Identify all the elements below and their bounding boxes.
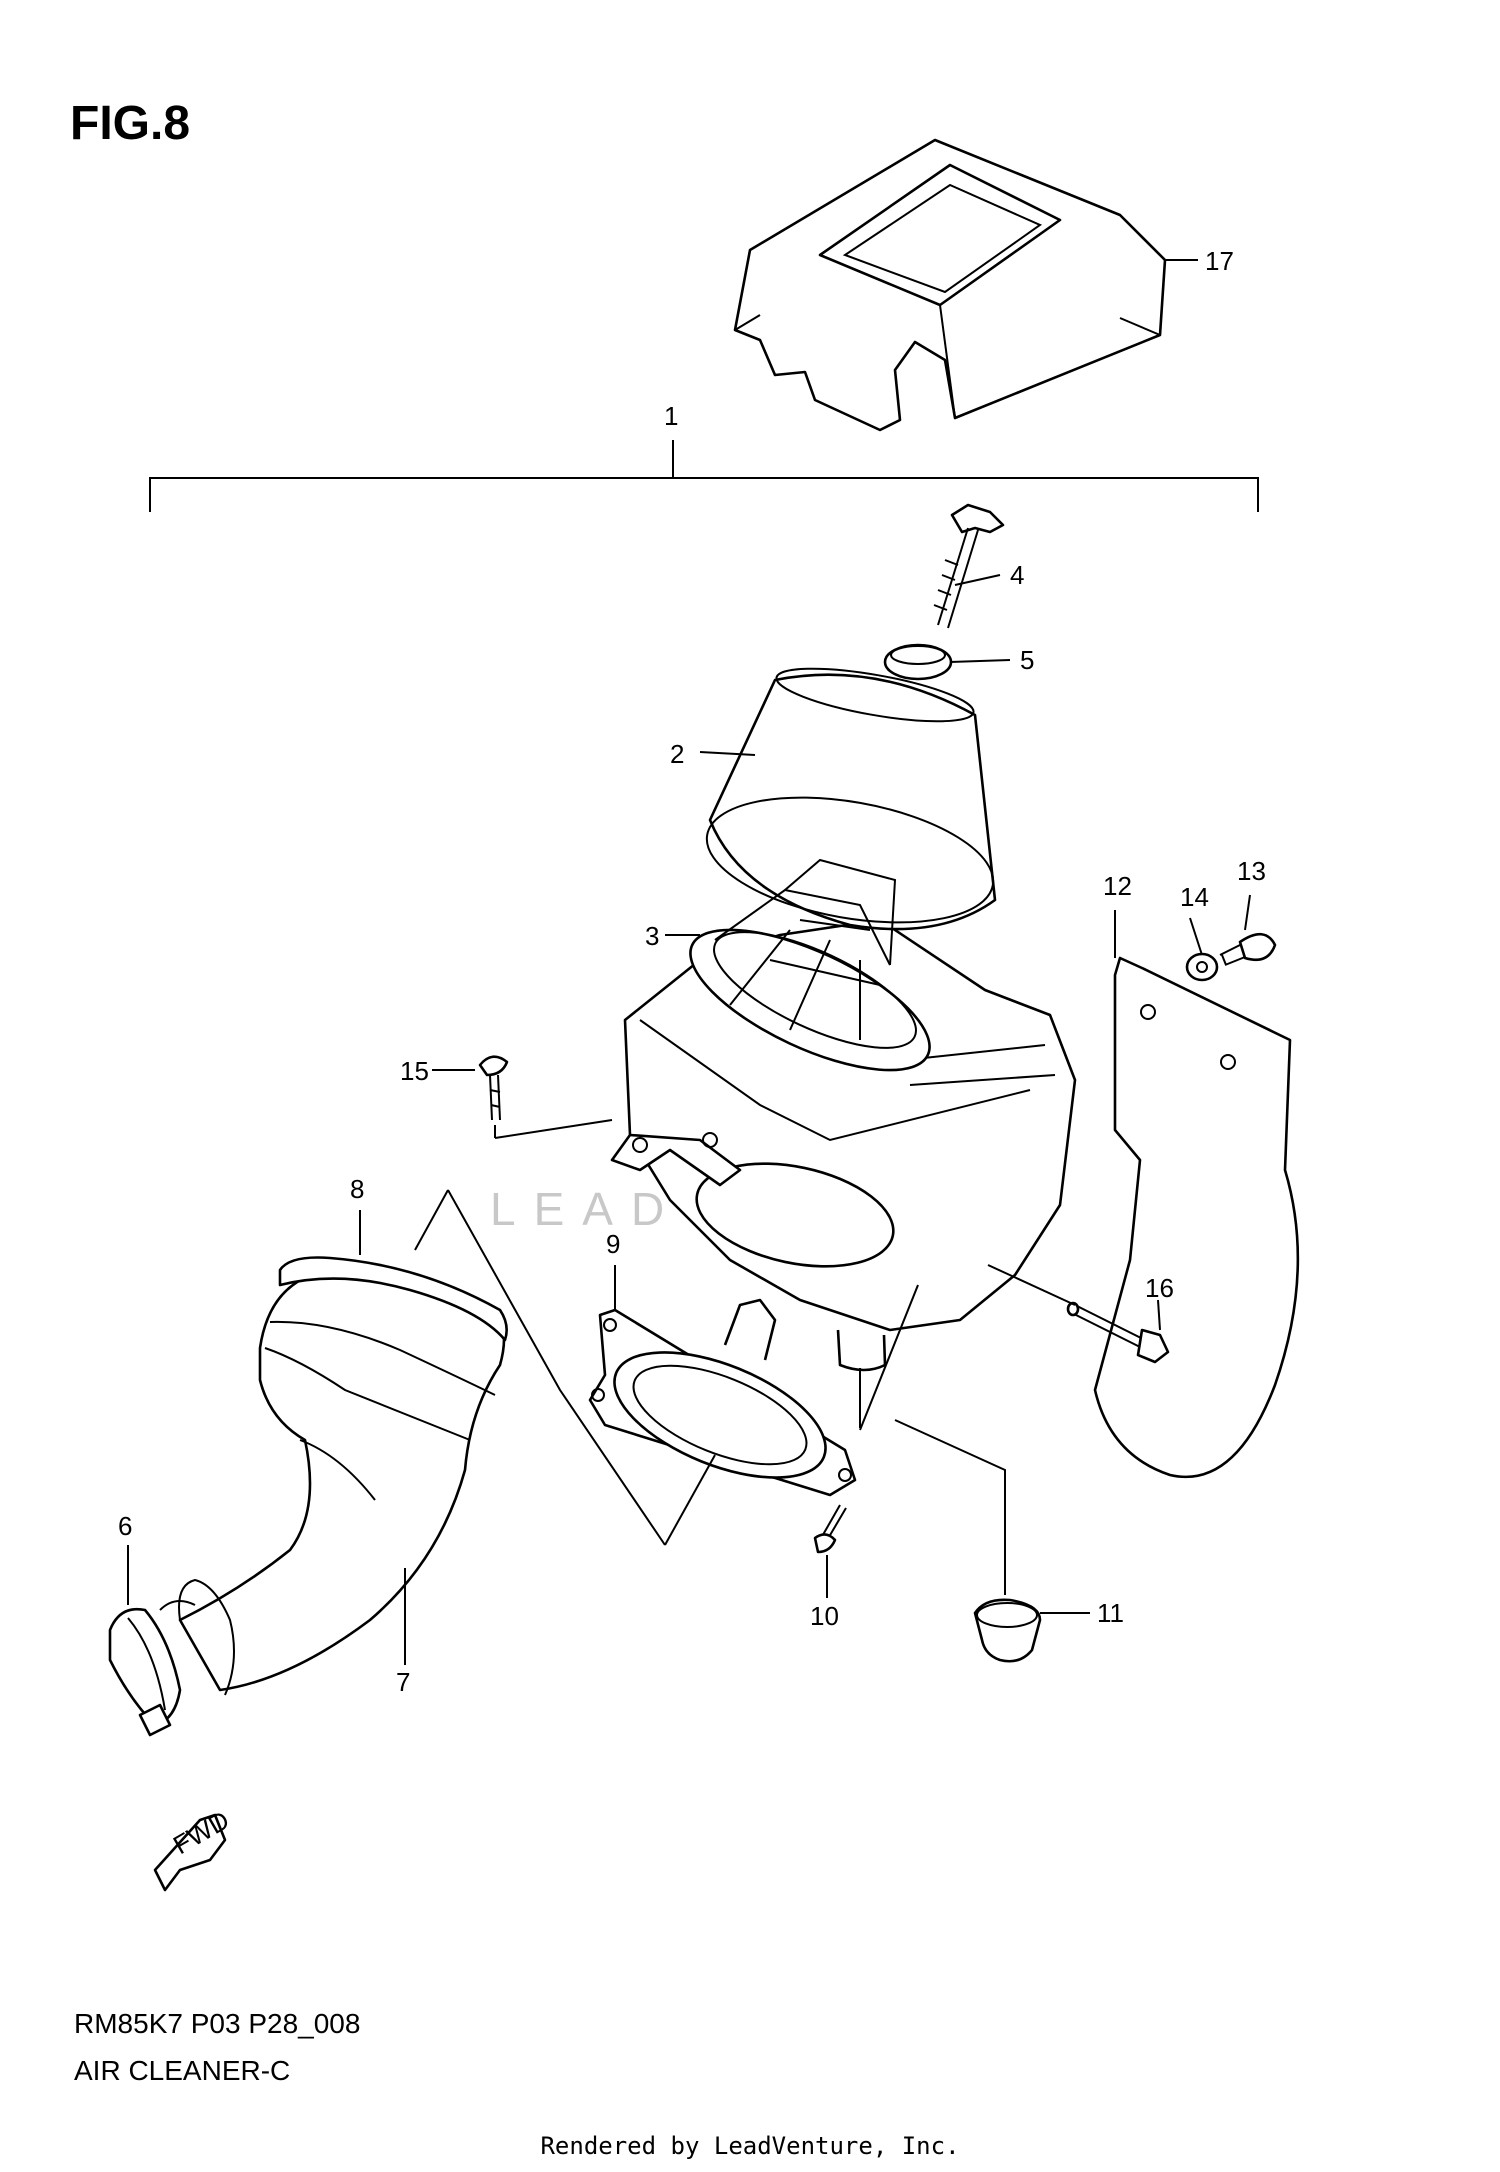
callout-13: 13 — [1237, 856, 1266, 886]
figure-title: FIG.8 — [70, 97, 191, 150]
callout-14: 14 — [1180, 882, 1209, 912]
part-5-seal-washer — [883, 643, 953, 681]
part-12-side-cover — [1093, 956, 1300, 1479]
part-2-filter-element — [705, 667, 997, 931]
callout-12: 12 — [1103, 871, 1132, 901]
callout-numbers: 1 2 3 4 5 6 7 8 9 10 11 12 13 14 15 16 1… — [118, 246, 1266, 1697]
callout-5: 5 — [1020, 645, 1034, 675]
part-8-hose-band — [278, 1256, 508, 1342]
air-cleaner-box — [610, 918, 1077, 1372]
callout-leaders — [127, 259, 1251, 1665]
fwd-arrow-icon: FWD — [153, 1805, 234, 1892]
callout-3: 3 — [645, 921, 659, 951]
part-6-clamp — [108, 1607, 182, 1737]
part-9-flange — [588, 1298, 857, 1497]
part-10-screw — [813, 1504, 847, 1554]
callout-15: 15 — [400, 1056, 429, 1086]
callout-17: 17 — [1205, 246, 1234, 276]
callout-4: 4 — [1010, 560, 1024, 590]
model-code: RM85K7 P03 P28_008 — [74, 2008, 361, 2039]
reference-lines — [414, 1119, 1076, 1595]
part-13-screw — [1219, 932, 1277, 966]
callout-8: 8 — [350, 1174, 364, 1204]
part-4-wing-bolt — [933, 503, 1005, 629]
part-7-intake-duct — [159, 1268, 506, 1696]
callout-16: 16 — [1145, 1273, 1174, 1303]
callout-1: 1 — [664, 401, 678, 431]
part-3-filter-cage — [689, 858, 931, 1072]
part-15-screw — [478, 1055, 509, 1121]
part-17-cover — [733, 138, 1167, 432]
callout-10: 10 — [810, 1601, 839, 1631]
callout-6: 6 — [118, 1511, 132, 1541]
callout-11: 11 — [1097, 1598, 1124, 1628]
callout-7: 7 — [396, 1667, 410, 1697]
assembly-name: AIR CLEANER-C — [74, 2055, 291, 2086]
part-16-bolt — [1066, 1301, 1170, 1364]
assembly-bracket — [149, 440, 1259, 512]
part-14-nut — [1185, 952, 1219, 982]
callout-9: 9 — [606, 1229, 620, 1259]
part-11-grommet — [973, 1598, 1042, 1663]
callout-2: 2 — [670, 739, 684, 769]
render-credit: Rendered by LeadVenture, Inc. — [540, 2132, 960, 2160]
